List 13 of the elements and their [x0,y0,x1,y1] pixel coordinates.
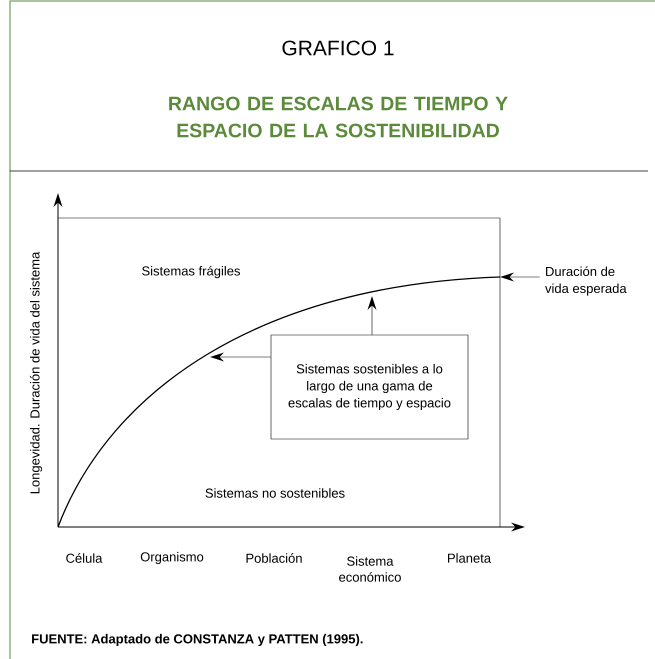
axis-tick-label: Organismo [140,552,204,564]
callout-text: Duración de vida esperada [545,266,627,296]
source-note: FUENTE: Adaptado de CONSTANZA y PATTEN (1995). [32,634,363,646]
region-label: Sistemas frágiles [142,266,240,278]
axis-tick-label: Célula [66,553,102,563]
figure-number: GRAFICO 1 [282,40,394,56]
axis-tick-label: Sistema económico [339,556,401,582]
region-label: Sistemas no sostenibles [206,488,345,498]
title: RANGO DE ESCALAS DE TIEMPO Y ESPACIO DE LA SOSTENIBILIDAD [169,96,508,138]
axis-tick-label: Planeta [448,553,492,563]
axis-tick-label: Población [246,553,302,563]
axis-label: Longevidad. Duración de vida del sistema [30,252,42,494]
callout-box: Sistemas sostenibles a lo largo de una gama de escalas de tiempo y espacio [270,334,468,440]
